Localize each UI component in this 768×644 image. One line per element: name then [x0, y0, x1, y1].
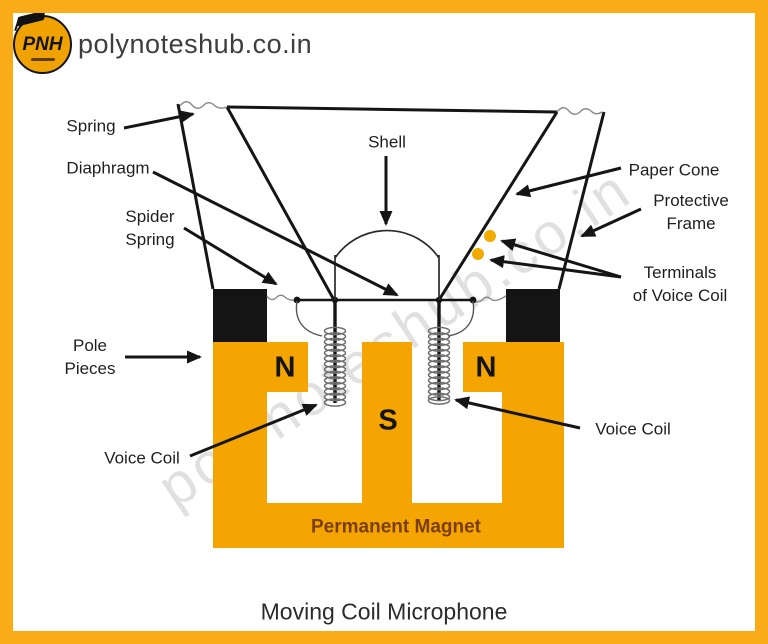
suspension-spring-top-right — [556, 107, 603, 115]
logo-text: PNH — [22, 34, 63, 55]
pole-piece-left — [213, 289, 267, 342]
diaphragm-arrow — [152, 170, 399, 297]
label-diaphragm: Diaphragm — [66, 158, 150, 178]
protective-frame-left-edge — [176, 103, 215, 290]
paper-cone-right-edge — [437, 111, 559, 301]
label-voice-coil-left: Voice Coil — [104, 448, 180, 468]
spider-spring-arrow — [183, 226, 278, 286]
label-paper-cone: Paper Cone — [628, 160, 720, 180]
label-pole-pieces: Pole Pieces — [64, 336, 116, 378]
pnh-logo: PNH — [13, 10, 72, 74]
label-permanent-magnet: Permanent Magnet — [311, 516, 481, 538]
protective-frame-right-edge — [557, 111, 606, 290]
cone-top-edge — [226, 105, 558, 114]
protective-frame-arrow — [580, 207, 642, 238]
paper-cone-arrow — [515, 166, 622, 198]
suspension-spring-bottom-left — [266, 294, 298, 301]
pole-piece-right — [506, 289, 560, 342]
suspension-spring-bottom-right — [472, 295, 507, 303]
diaphragm-joint-dot — [293, 296, 301, 304]
label-pole-n-left: N — [274, 351, 296, 384]
site-name: polynoteshub.co.in — [78, 29, 313, 59]
spring-arrow — [123, 110, 195, 130]
permanent-magnet-shape — [213, 342, 564, 548]
voice-coil-left-arrow — [189, 403, 318, 458]
label-voice-coil-right: Voice Coil — [595, 419, 671, 439]
label-pole-n-right: N — [475, 351, 497, 384]
label-spring: Spring — [66, 116, 116, 136]
label-spider-spring: Spider Spring — [125, 207, 175, 249]
suspension-spring-top-left — [179, 101, 228, 109]
paper-cone-left-edge — [225, 106, 336, 301]
diaphragm-joint-dot — [469, 296, 477, 304]
voice-coil-right-arrow — [454, 396, 581, 430]
diagram-title: Moving Coil Microphone — [260, 598, 508, 625]
terminal-dot-top — [484, 230, 496, 242]
logo-tagline — [30, 58, 55, 61]
label-pole-s: S — [378, 404, 398, 437]
terminal-dot-bottom — [472, 248, 484, 260]
terminals-arrow-bottom — [489, 255, 622, 279]
label-shell: Shell — [368, 132, 406, 152]
terminals-arrow-top — [500, 238, 622, 279]
spider-spring-left-arc — [295, 300, 323, 337]
label-protective-frame: Protective Frame — [653, 191, 729, 233]
spider-spring-right-arc — [447, 300, 475, 337]
label-terminals-of-voice-coil: Terminals of Voice Coil — [632, 263, 728, 305]
